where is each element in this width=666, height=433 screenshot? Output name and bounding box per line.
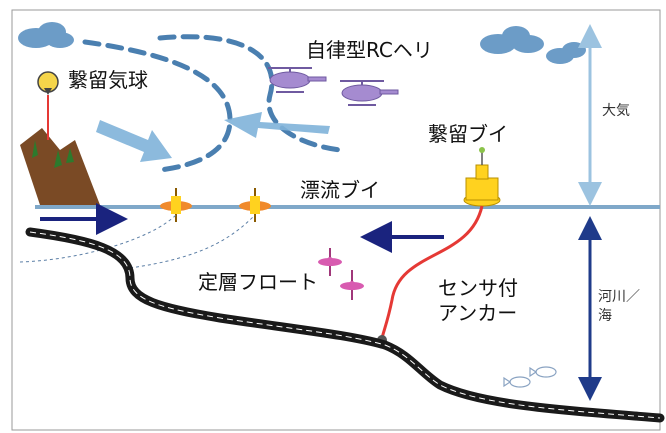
drift-trail <box>19 214 177 263</box>
wind-curve <box>82 39 233 173</box>
mooring-tether <box>380 205 484 339</box>
fixed-float-icon <box>340 270 364 300</box>
drifting-buoy-icon <box>239 188 271 222</box>
air-flow-arrow <box>96 120 172 162</box>
moored-buoy-icon <box>463 147 501 207</box>
label-drifting-buoy: 漂流ブイ <box>300 178 380 202</box>
frame-border <box>11 9 661 431</box>
mountain-icon <box>20 128 100 205</box>
wind-curve <box>157 34 343 153</box>
label-atmosphere: 大気 <box>602 103 630 119</box>
cloud-icon <box>480 26 544 54</box>
balloon-icon <box>37 71 59 140</box>
helicopter-icon <box>340 80 399 106</box>
label-sensor-anchor: センサ付 アンカー <box>438 276 518 325</box>
label-moored-balloon: 繋留気球 <box>68 68 148 92</box>
cloud-icon <box>18 22 74 48</box>
label-autonomous-heli: 自律型RCヘリ <box>306 38 433 62</box>
helicopter-icon <box>268 67 327 93</box>
drift-trail <box>129 214 256 269</box>
air-flow-arrow <box>224 112 330 138</box>
seabed-centerline <box>29 231 661 419</box>
fish-icon <box>503 366 557 388</box>
label-fixed-depth-float: 定層フロート <box>198 270 318 294</box>
fixed-float-icon <box>318 248 342 276</box>
drifting-buoy-icon <box>160 188 192 222</box>
seabed-line <box>25 227 665 423</box>
cloud-icon <box>546 42 586 64</box>
label-moored-buoy: 繋留ブイ <box>428 122 508 146</box>
label-river-sea: 河川／ 海 <box>598 289 640 324</box>
